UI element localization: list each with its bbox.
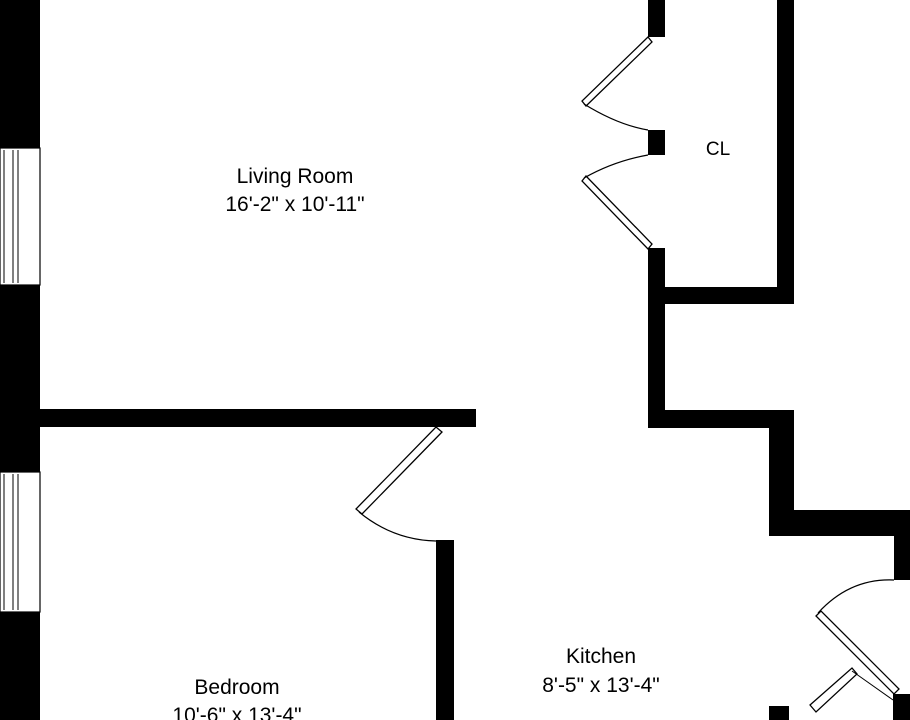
entry-door [815,579,900,695]
kitchen: Kitchen 8'-5" x 13'-4" [542,645,659,697]
closet: CL [706,139,730,160]
closet-name: CL [706,139,730,160]
kitchen-corner-door [809,667,894,713]
closet-upper-door [581,36,653,131]
bedroom-door [355,426,443,542]
kitchen-name: Kitchen [566,645,636,668]
closet-wall-lower-segment [648,248,665,428]
bedroom: Bedroom 10'-6" x 13'-4" [172,676,301,720]
window-living-room [0,147,41,286]
closet-wall-top-segment [648,0,665,37]
bedroom-kitchen-partition-wall [436,540,454,720]
kitchen-corner-wall-stub [893,694,910,720]
closet-lower-door [581,154,653,250]
living-room-dimensions: 16'-2" x 10'-11" [225,193,364,216]
living-room: Living Room 16'-2" x 10'-11" [225,165,364,216]
bedroom-name: Bedroom [194,676,279,699]
kitchen-dimensions: 8'-5" x 13'-4" [542,674,659,697]
living-room-name: Living Room [237,165,354,188]
bedroom-dimensions: 10'-6" x 13'-4" [172,704,301,720]
closet-bottom-wall [648,287,794,304]
kitchen-bottom-wall-stub [769,706,789,720]
hallway-step-wall-horizontal [648,410,794,428]
living-bedroom-partition-wall [40,409,476,427]
closet-wall-middle-post [648,130,665,155]
closet-right-wall [777,0,794,304]
window-bedroom [0,471,41,613]
hallway-lower-wall [769,510,910,536]
right-wall-stub [894,510,910,580]
